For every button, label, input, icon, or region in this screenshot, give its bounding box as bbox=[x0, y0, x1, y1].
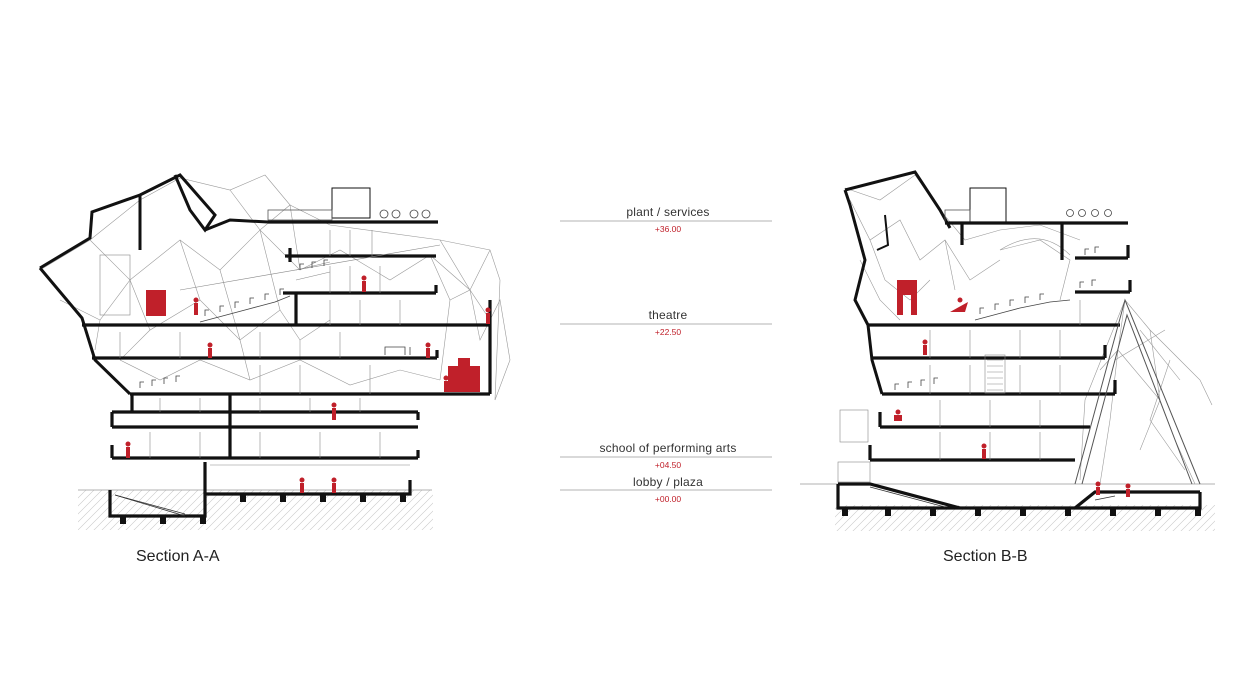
envelope-inner-b bbox=[876, 214, 890, 251]
lobby-basement-a bbox=[108, 462, 412, 518]
roof-plant-box-a bbox=[331, 187, 371, 219]
figures-a bbox=[125, 275, 491, 493]
interior-walls-a bbox=[99, 230, 441, 466]
envelope-roof-b bbox=[844, 170, 952, 229]
envelope-west-a bbox=[38, 267, 132, 396]
foundation-piles-a bbox=[120, 494, 406, 524]
level-name-plant: plant / services bbox=[626, 205, 710, 219]
floor-slabs-b bbox=[868, 221, 1132, 462]
roof-equipment-b bbox=[1066, 209, 1112, 217]
caption-section-a-a: Section A-A bbox=[136, 548, 220, 565]
ground-hatch-a bbox=[78, 490, 433, 530]
caption-section-b-b: Section B-B bbox=[943, 548, 1028, 565]
figures-b bbox=[894, 280, 1131, 497]
basement-stair-b bbox=[869, 486, 1116, 508]
auditorium-seats-b bbox=[894, 246, 1099, 390]
basement-stair-a bbox=[114, 494, 186, 517]
level-elevation-lobby: +00.00 bbox=[654, 494, 682, 504]
level-name-theatre: theatre bbox=[648, 308, 688, 322]
floor-slabs-a bbox=[82, 220, 492, 460]
level-name-school: school of performing arts bbox=[599, 441, 737, 455]
level-name-lobby: lobby / plaza bbox=[633, 475, 703, 489]
auditorium-seats-a bbox=[139, 259, 411, 388]
envelope-west-b bbox=[843, 189, 884, 395]
foundation-piles-b bbox=[842, 508, 1201, 516]
level-elevation-school: +04.50 bbox=[654, 460, 682, 470]
facade-facets-a bbox=[39, 174, 511, 401]
canopy-frame-b bbox=[1074, 298, 1201, 485]
lobby-basement-b bbox=[836, 482, 1202, 510]
facade-facets-b bbox=[844, 174, 1213, 485]
level-elevation-theatre: +22.50 bbox=[654, 327, 682, 337]
envelope-roof-a bbox=[39, 173, 217, 270]
red-prop-b1 bbox=[897, 280, 917, 315]
roof-plant-box-b bbox=[969, 187, 1007, 223]
interior-walls-b bbox=[837, 300, 1081, 483]
section-a-a bbox=[38, 173, 511, 530]
envelope-ridge-a bbox=[138, 195, 269, 250]
level-elevation-plant: +36.00 bbox=[654, 224, 682, 234]
stair-core-b bbox=[984, 354, 1006, 394]
red-prop-a1 bbox=[146, 290, 166, 316]
roof-parapet-a bbox=[267, 209, 333, 221]
red-prop-a2 bbox=[448, 358, 480, 392]
level-lines bbox=[560, 220, 772, 491]
section-b-b bbox=[800, 170, 1215, 531]
roof-equipment-a bbox=[379, 209, 431, 219]
